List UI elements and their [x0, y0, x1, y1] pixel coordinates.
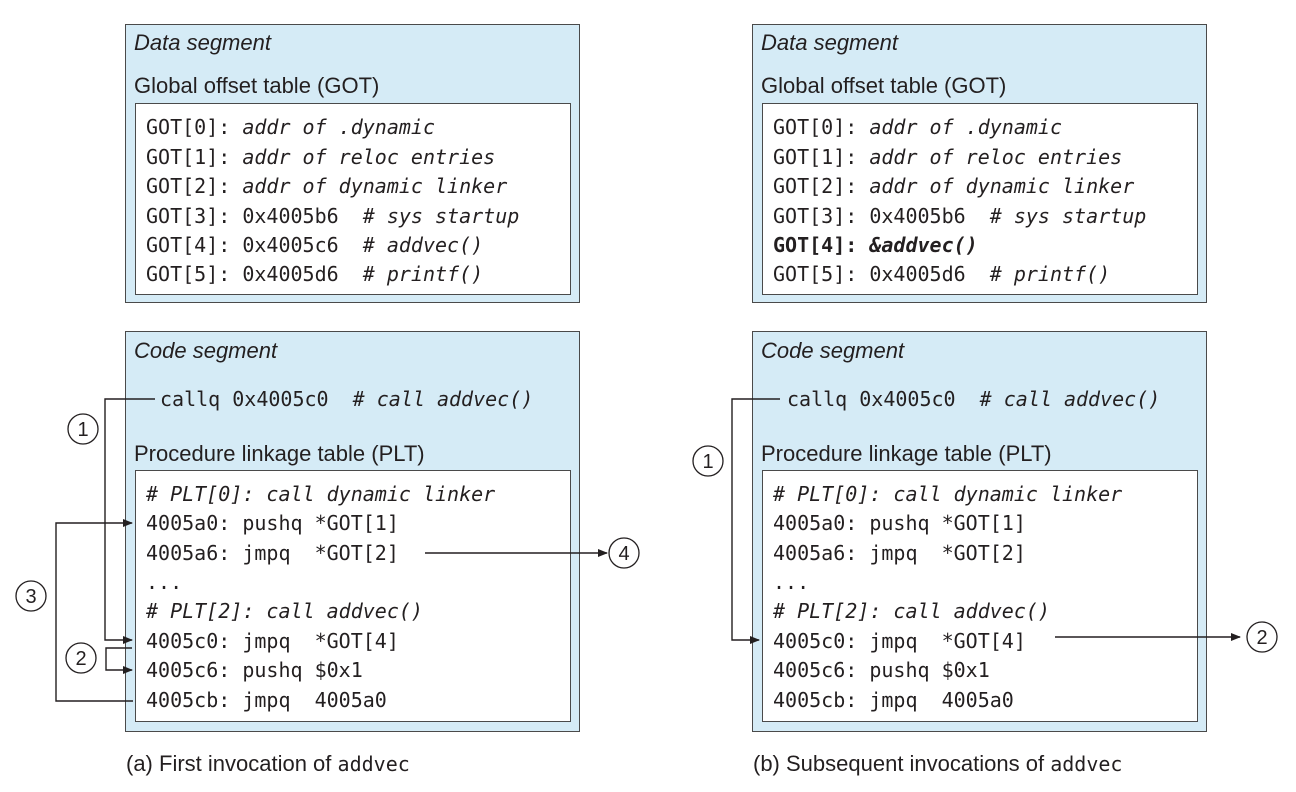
plt-row-b-2: 4005a6: jmpq *GOT[2]	[773, 541, 1026, 565]
plt-row-b-0: # PLT[0]: call dynamic linker	[773, 482, 1123, 506]
plt-row-b-4: # PLT[2]: call addvec()	[773, 599, 1050, 623]
got-row-b-2: GOT[2]: addr of dynamic linker	[773, 174, 1135, 198]
caption-a: (a) First invocation of addvec	[126, 751, 410, 776]
plt-table-a	[135, 470, 571, 722]
plt-row-a-6: 4005c6: pushq $0x1	[146, 658, 363, 682]
call-instruction-a: callq 0x4005c0 # call addvec()	[160, 387, 534, 411]
step-label-b-1: 1	[702, 451, 713, 473]
plt-row-b-6: 4005c6: pushq $0x1	[773, 658, 990, 682]
plt-row-a-5: 4005c0: jmpq *GOT[4]	[146, 629, 399, 653]
plt-row-a-1: 4005a0: pushq *GOT[1]	[146, 511, 399, 535]
step-marker-a-2	[65, 642, 97, 674]
plt-row-b-7: 4005cb: jmpq 4005a0	[773, 688, 1014, 712]
plt-row-a-7: 4005cb: jmpq 4005a0	[146, 688, 387, 712]
step-marker-a-3	[15, 580, 47, 612]
arrow-a-step3	[55, 519, 133, 702]
got-row-a-3: GOT[3]: 0x4005b6 # sys startup	[146, 204, 520, 228]
got-table-a	[135, 103, 571, 295]
got-row-a-4: GOT[4]: 0x4005c6 # addvec()	[146, 233, 484, 257]
plt-row-a-0: # PLT[0]: call dynamic linker	[146, 482, 496, 506]
plt-row-b-3: ...	[773, 570, 810, 594]
plt-row-a-4: # PLT[2]: call addvec()	[146, 599, 423, 623]
step-label-a-4: 4	[618, 543, 629, 565]
got-row-a-5: GOT[5]: 0x4005d6 # printf()	[146, 262, 484, 286]
arrow-b-step1	[731, 398, 780, 644]
got-row-b-0: GOT[0]: addr of .dynamic	[773, 115, 1062, 139]
got-title-b: Global offset table (GOT)	[761, 73, 1007, 98]
step-label-a-1: 1	[77, 419, 88, 441]
plt-row-a-2: 4005a6: jmpq *GOT[2]	[146, 541, 399, 565]
plt-title-a: Procedure linkage table (PLT)	[134, 441, 425, 466]
step-marker-a-1	[67, 413, 99, 445]
caption-b: (b) Subsequent invocations of addvec	[753, 751, 1123, 776]
data-segment-title-a: Data segment	[134, 30, 271, 55]
plt-title-b: Procedure linkage table (PLT)	[761, 441, 1052, 466]
code-segment-title-a: Code segment	[134, 338, 278, 363]
plt-row-b-1: 4005a0: pushq *GOT[1]	[773, 511, 1026, 535]
arrow-a-step1	[104, 398, 155, 644]
data-segment-title-b: Data segment	[761, 30, 898, 55]
plt-row-b-5: 4005c0: jmpq *GOT[4]	[773, 629, 1026, 653]
got-row-b-1: GOT[1]: addr of reloc entries	[773, 145, 1123, 169]
got-row-a-0: GOT[0]: addr of .dynamic	[146, 115, 435, 139]
step-marker-a-4	[608, 537, 640, 569]
code-segment-title-b: Code segment	[761, 338, 905, 363]
call-instruction-b: callq 0x4005c0 # call addvec()	[787, 387, 1161, 411]
got-row-a-2: GOT[2]: addr of dynamic linker	[146, 174, 508, 198]
step-label-b-2: 2	[1256, 627, 1267, 649]
got-row-b-5: GOT[5]: 0x4005d6 # printf()	[773, 262, 1111, 286]
step-marker-b-1	[692, 445, 724, 477]
step-label-a-3: 3	[25, 586, 36, 608]
step-marker-b-2	[1246, 621, 1278, 653]
arrow-a-step2	[105, 647, 133, 674]
plt-table-b	[762, 470, 1198, 722]
got-row-b-4: GOT[4]: &addvec()	[773, 233, 978, 257]
got-table-b	[762, 103, 1198, 295]
step-label-a-2: 2	[75, 648, 86, 670]
got-row-a-1: GOT[1]: addr of reloc entries	[146, 145, 496, 169]
got-row-b-3: GOT[3]: 0x4005b6 # sys startup	[773, 204, 1147, 228]
plt-row-a-3: ...	[146, 570, 183, 594]
got-title-a: Global offset table (GOT)	[134, 73, 380, 98]
